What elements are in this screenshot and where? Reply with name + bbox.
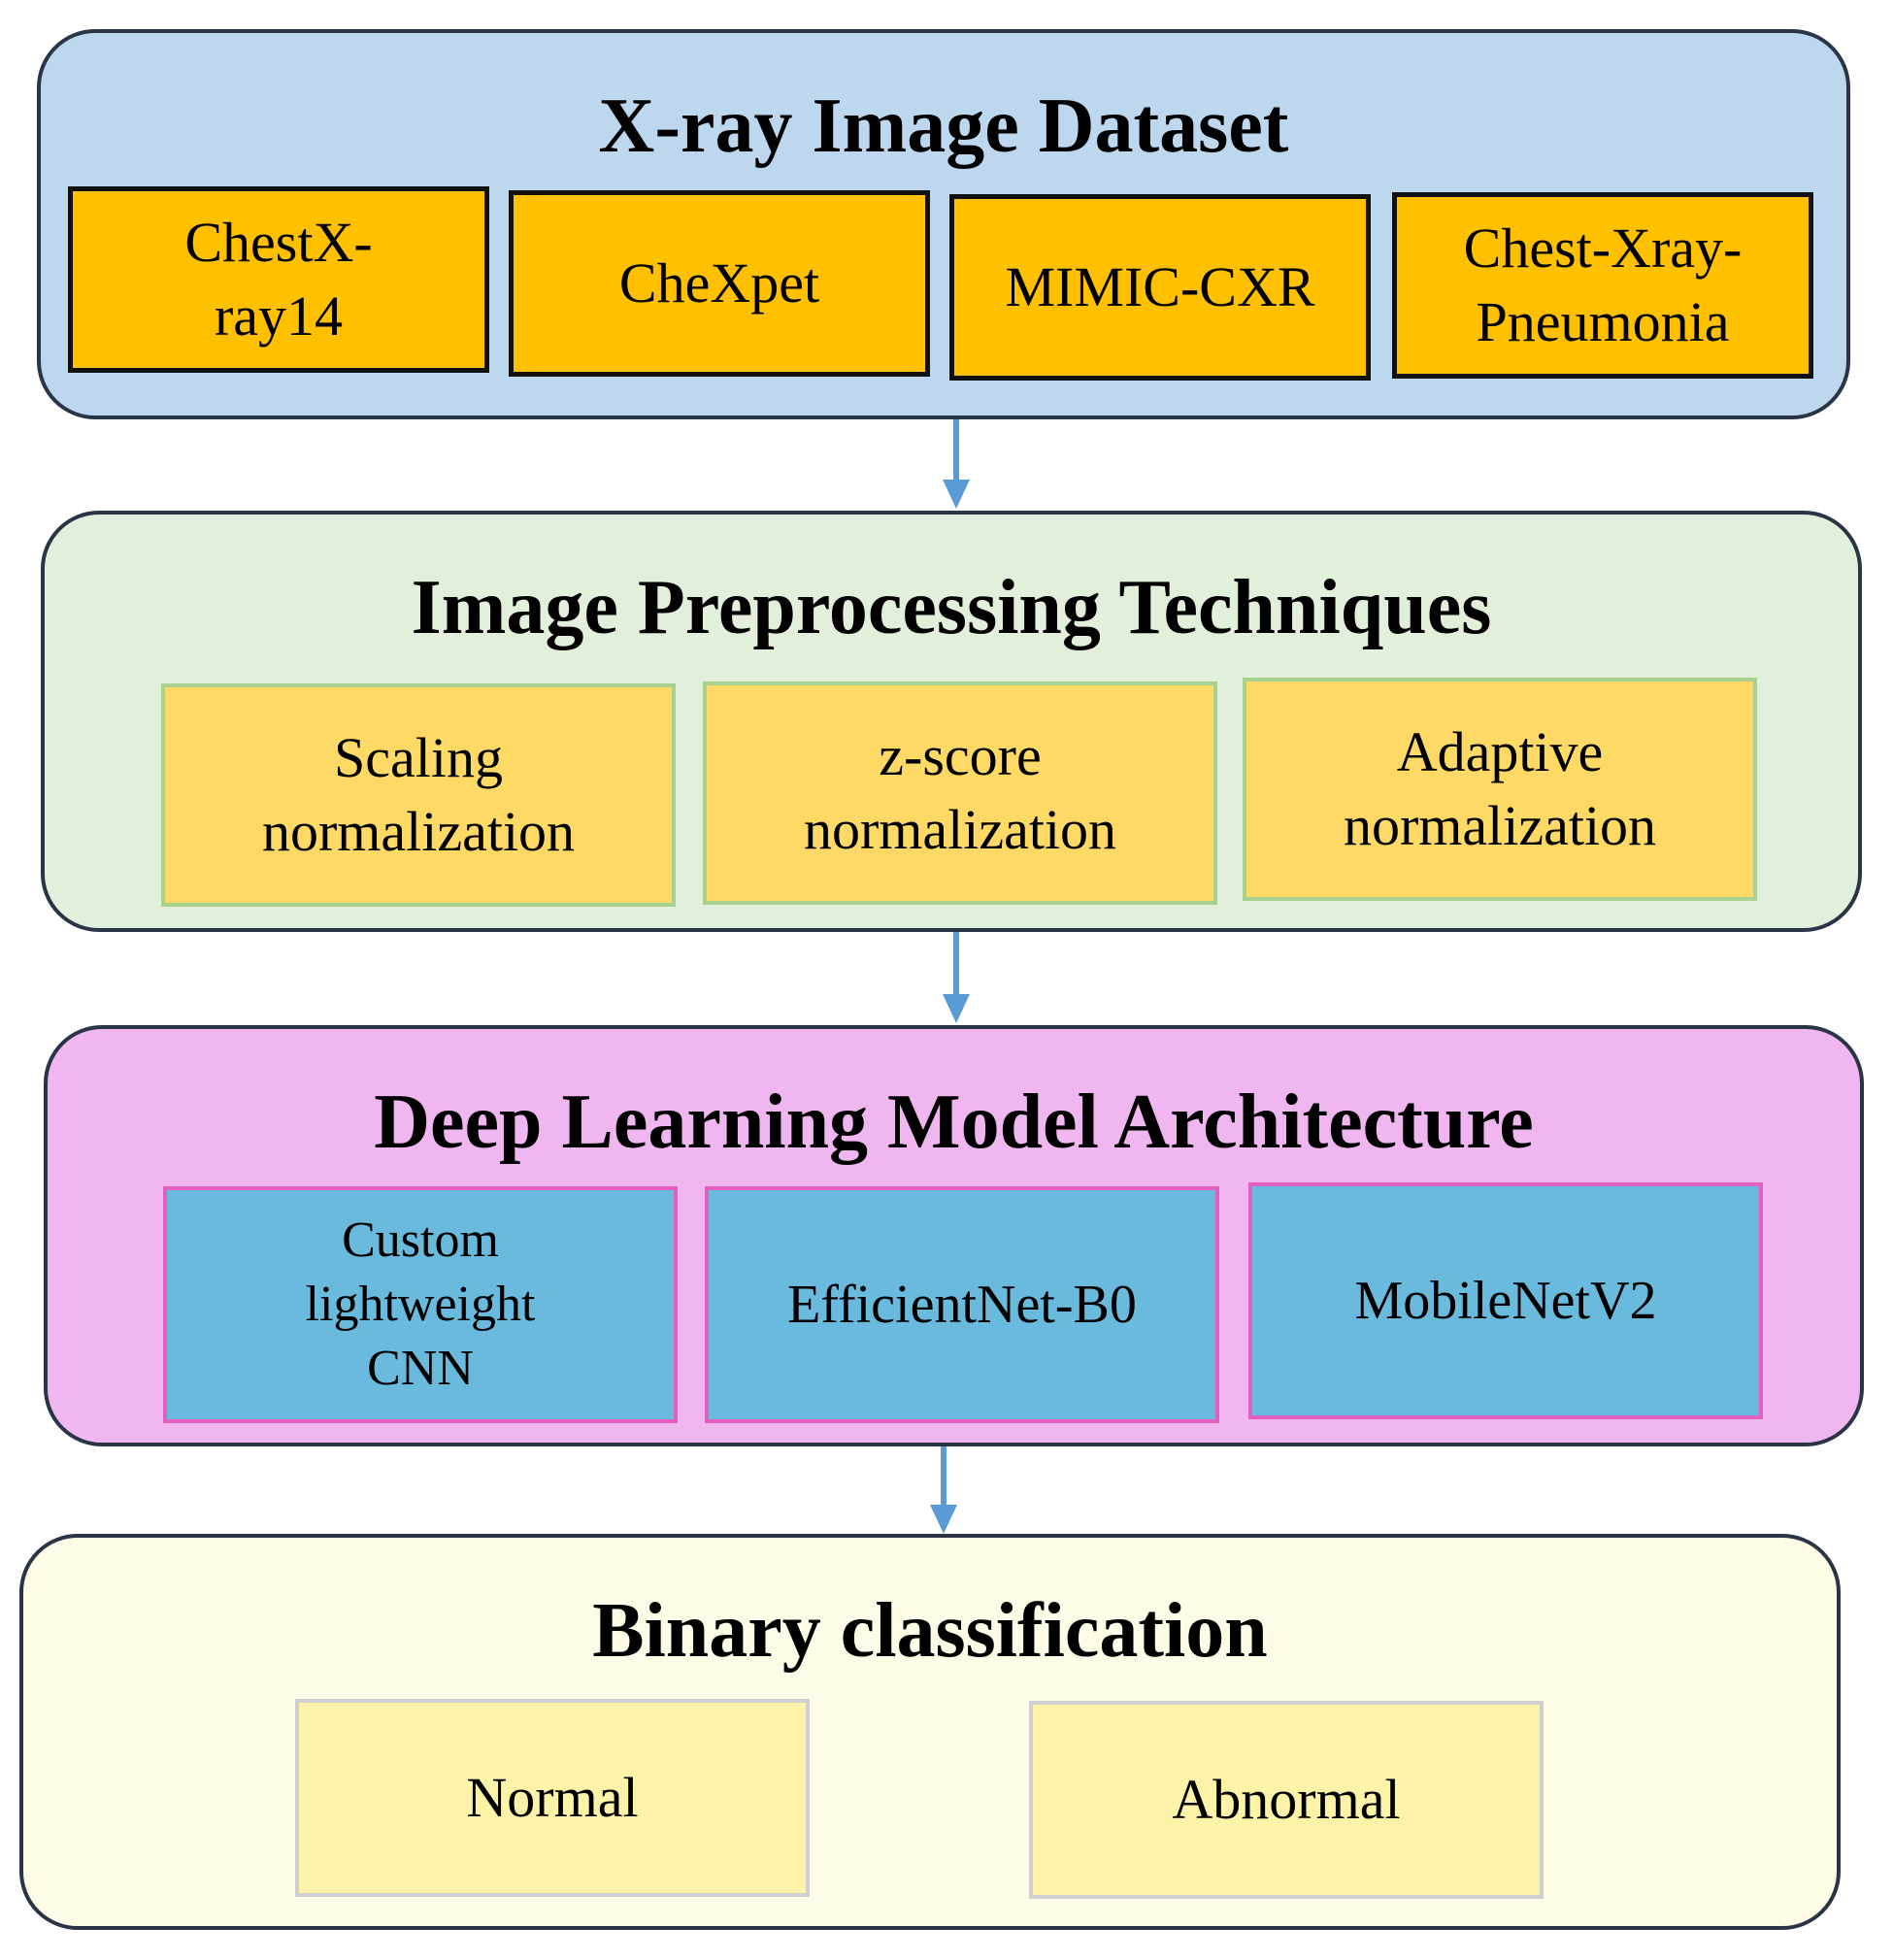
- model-efficientnet-b0-label: EfficientNet-B0: [787, 1275, 1137, 1335]
- preprocessing-scaling-label: Scaling normalization: [261, 726, 576, 863]
- dataset-chestxray14-label: ChestX- ray14: [184, 211, 373, 348]
- preprocessing-stage-title: Image Preprocessing Techniques: [411, 565, 1492, 650]
- dataset-chexpet: CheXpet: [509, 190, 930, 377]
- model-custom-cnn: Custom lightweight CNN: [163, 1186, 678, 1423]
- model-mobilenetv2: MobileNetV2: [1248, 1182, 1763, 1419]
- class-abnormal-label: Abnormal: [1172, 1768, 1401, 1831]
- flow-arrow-1: [943, 419, 970, 509]
- dataset-chest-xray-pneumonia-label: Chest-Xray- Pneumonia: [1463, 216, 1743, 353]
- model-efficientnet-b0: EfficientNet-B0: [705, 1186, 1219, 1423]
- dataset-stage-title: X-ray Image Dataset: [598, 83, 1289, 169]
- preprocessing-z-score-label: z-score normalization: [803, 724, 1117, 861]
- preprocessing-z-score: z-score normalization: [703, 681, 1217, 905]
- dataset-chexpet-label: CheXpet: [618, 251, 820, 315]
- flow-arrow-3: [930, 1446, 957, 1534]
- flow-arrow-2: [943, 932, 970, 1023]
- preprocessing-scaling: Scaling normalization: [161, 683, 676, 907]
- preprocessing-adaptive: Adaptive normalization: [1243, 678, 1757, 901]
- model-mobilenetv2-label: MobileNetV2: [1354, 1271, 1657, 1331]
- classification-stage: Binary classification: [19, 1534, 1841, 1930]
- class-abnormal: Abnormal: [1029, 1701, 1544, 1899]
- dataset-chest-xray-pneumonia: Chest-Xray- Pneumonia: [1392, 192, 1813, 379]
- dataset-chestxray14: ChestX- ray14: [68, 186, 489, 373]
- dataset-mimic-cxr-label: MIMIC-CXR: [1005, 255, 1315, 318]
- model-custom-cnn-label: Custom lightweight CNN: [305, 1213, 536, 1396]
- preprocessing-adaptive-label: Adaptive normalization: [1343, 720, 1657, 857]
- model-stage-title: Deep Learning Model Architecture: [374, 1080, 1534, 1165]
- class-normal-label: Normal: [466, 1766, 639, 1829]
- class-normal: Normal: [295, 1699, 810, 1897]
- classification-stage-title: Binary classification: [592, 1588, 1268, 1674]
- dataset-mimic-cxr: MIMIC-CXR: [949, 194, 1371, 381]
